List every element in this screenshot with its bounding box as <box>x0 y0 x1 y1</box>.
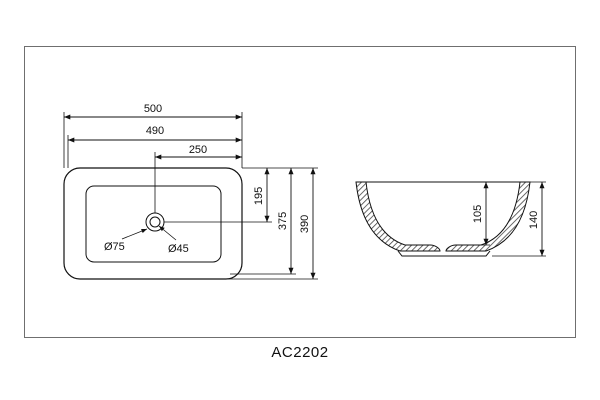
label-390: 390 <box>299 215 311 233</box>
top-view <box>63 112 318 280</box>
label-250: 250 <box>189 144 207 156</box>
base-foot <box>397 250 491 257</box>
leader-45 <box>158 225 177 241</box>
label-490: 490 <box>146 125 164 137</box>
drain-inner-circle <box>149 216 161 228</box>
label-500: 500 <box>144 103 162 115</box>
side-view-labels: 105 140 <box>472 205 540 229</box>
label-140: 140 <box>528 211 540 229</box>
label-drain-45: Ø45 <box>168 243 189 255</box>
model-code: AC2202 <box>271 344 329 361</box>
basin-outer-outline <box>63 167 243 280</box>
label-195: 195 <box>253 187 265 205</box>
top-view-labels: 500 490 250 195 375 390 Ø75 Ø45 <box>104 103 311 255</box>
side-view <box>355 181 546 257</box>
leader-75 <box>121 228 148 240</box>
basin-inner-outline <box>85 185 222 263</box>
label-375: 375 <box>277 212 289 230</box>
label-105: 105 <box>472 205 484 223</box>
wall-section-right <box>445 181 531 252</box>
drawing-frame <box>24 46 576 338</box>
wall-section-left <box>355 181 441 252</box>
label-drain-75: Ø75 <box>104 241 125 253</box>
